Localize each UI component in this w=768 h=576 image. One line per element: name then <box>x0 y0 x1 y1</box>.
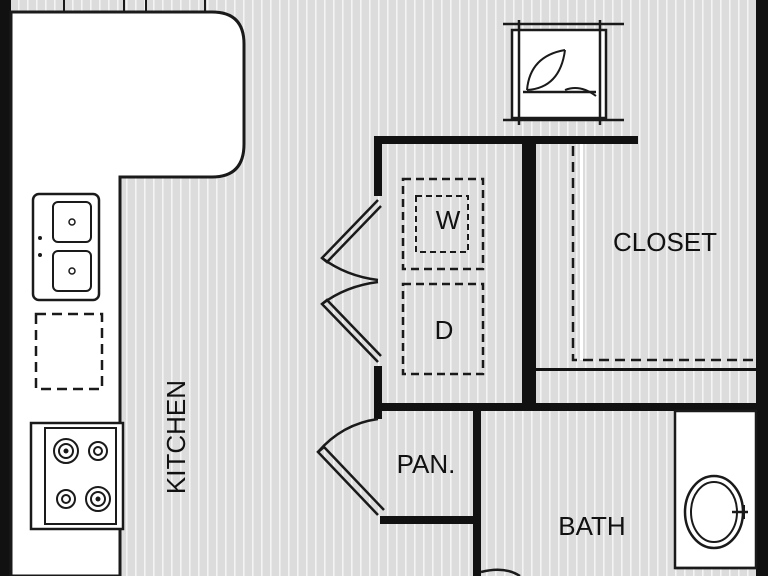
pantry-label: PAN. <box>397 449 456 479</box>
lavatory-sink-icon <box>673 409 758 570</box>
closet-label: CLOSET <box>613 227 717 257</box>
cooktop-icon <box>29 421 125 531</box>
double-sink-icon <box>31 192 101 302</box>
bath-door-arc <box>480 568 521 576</box>
dryer-outline <box>401 282 485 376</box>
kitchen-label: KITCHEN <box>161 380 191 494</box>
laundry-doors[interactable] <box>320 199 382 363</box>
pantry-door[interactable] <box>316 417 385 516</box>
interior-walls <box>374 0 768 576</box>
washer-label: W <box>436 205 461 235</box>
dryer-label: D <box>435 315 454 345</box>
shower-icon <box>503 20 624 125</box>
left-exterior-wall <box>0 0 11 576</box>
washer-outline <box>401 177 485 271</box>
dishwasher-outline <box>34 312 104 391</box>
closet-wall-line <box>580 144 583 360</box>
bath-label: BATH <box>558 511 625 541</box>
upper-cabinet-marks <box>63 0 206 12</box>
closet-shelf-line <box>571 146 756 362</box>
